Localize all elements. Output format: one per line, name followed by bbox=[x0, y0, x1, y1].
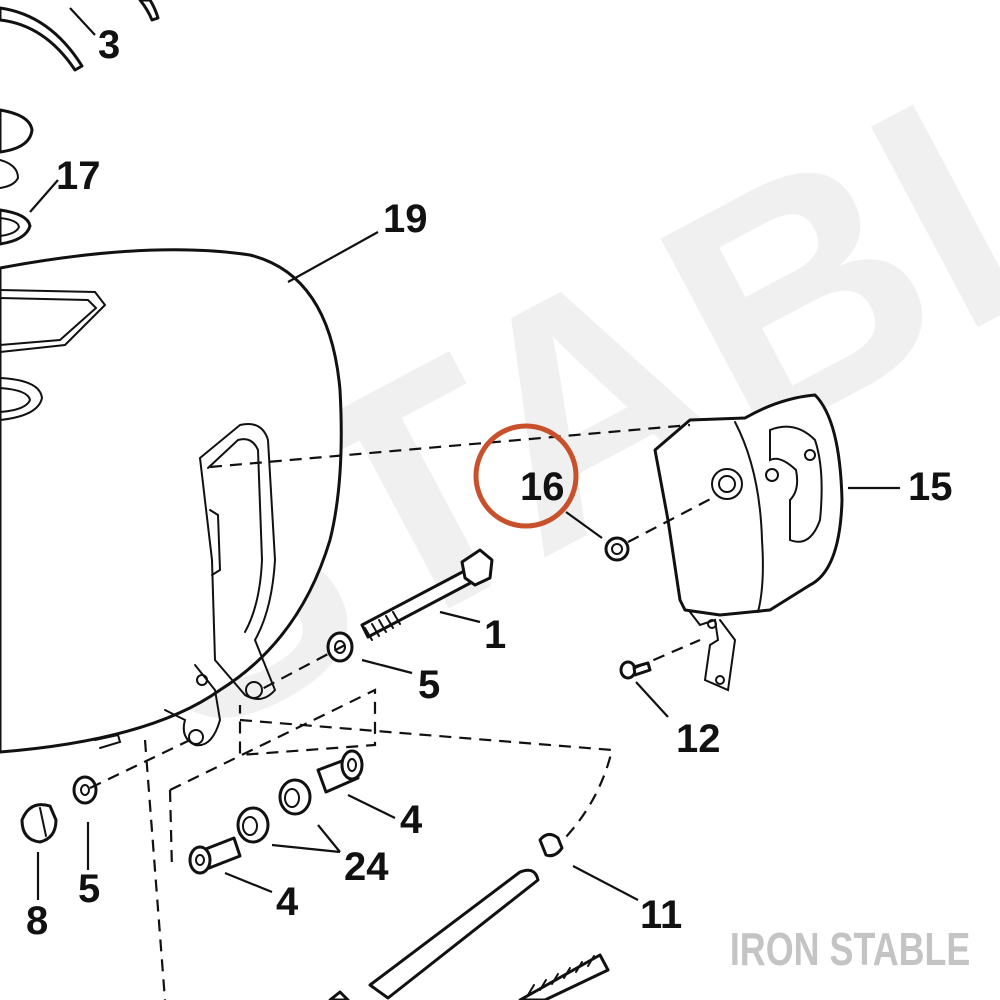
part-24-grommet-upper bbox=[278, 778, 312, 816]
callout-5-upper: 5 bbox=[418, 663, 440, 707]
callout-4-upper: 4 bbox=[400, 798, 423, 842]
callout-4-lower: 4 bbox=[276, 880, 299, 924]
part-4-spacer-upper bbox=[316, 749, 364, 794]
callout-19: 19 bbox=[383, 197, 428, 241]
highlight-circle bbox=[473, 423, 579, 529]
callout-labels: 3 17 19 15 16 1 5 12 4 24 4 11 5 8 bbox=[26, 23, 953, 943]
part-11-hose-clamp bbox=[538, 833, 564, 858]
callout-24: 24 bbox=[344, 845, 389, 889]
part-19-fuel-tank bbox=[0, 248, 343, 754]
part-8-acorn-nut bbox=[20, 803, 58, 844]
part-17-filler-cap bbox=[0, 108, 34, 246]
part-4-spacer-lower bbox=[188, 836, 242, 875]
callout-8: 8 bbox=[26, 899, 48, 943]
part-5-washer-lower bbox=[72, 775, 98, 805]
callout-17: 17 bbox=[56, 154, 101, 198]
assembly-lines bbox=[89, 423, 719, 1000]
callout-1: 1 bbox=[484, 613, 506, 657]
part-3-strip bbox=[0, 0, 160, 72]
callout-16: 16 bbox=[520, 465, 565, 509]
callout-11: 11 bbox=[640, 893, 682, 937]
brand-logo-text: IRON STABLE bbox=[729, 923, 970, 975]
part-15-side-cover bbox=[653, 393, 844, 692]
callout-15: 15 bbox=[908, 465, 953, 509]
hose bbox=[328, 868, 610, 1000]
part-1-bolt bbox=[360, 548, 494, 641]
callout-5-lower: 5 bbox=[78, 867, 100, 911]
leader-lines bbox=[29, 7, 900, 901]
callout-3: 3 bbox=[98, 23, 120, 67]
callout-12: 12 bbox=[676, 717, 721, 761]
part-24-grommet-lower bbox=[236, 806, 270, 844]
part-16-star-washer bbox=[604, 536, 630, 562]
